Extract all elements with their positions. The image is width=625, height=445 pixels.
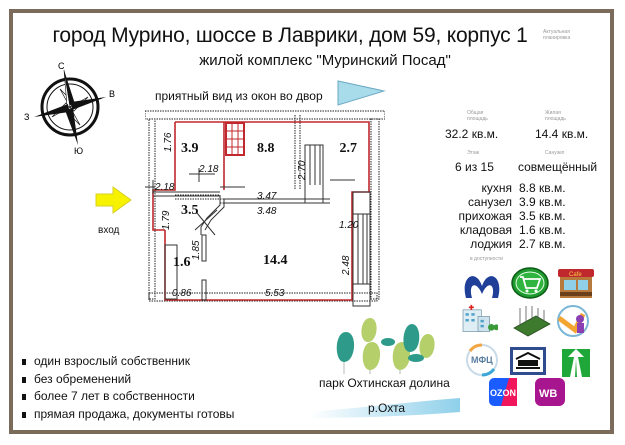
dim-7: 1.79 — [161, 210, 172, 230]
dim-2: 2.18 — [198, 164, 219, 175]
room-name: санузел — [468, 195, 512, 209]
kindergarten-icon — [557, 305, 589, 337]
bathroom-value: совмещённый — [518, 160, 598, 174]
mfc-icon: МФЦ — [466, 343, 498, 377]
complex-name: жилой комплекс "Муринский Посад" — [199, 52, 451, 69]
room-area: 1.6 кв.м. — [519, 223, 566, 237]
bullet-icon — [22, 394, 26, 400]
highway-icon — [562, 349, 590, 377]
park-trees-icon — [336, 318, 435, 374]
sports-field-icon — [513, 306, 551, 337]
room-area-hallway: 3.5 — [181, 203, 199, 218]
address-title: город Мурино, шоссе в Лаврики, дом 59, к… — [52, 24, 528, 47]
room-list-item: лоджия 2.7 кв.м. — [445, 237, 595, 251]
room-list-item: кладовая 1.6 кв.м. — [445, 223, 595, 237]
room-area: 3.5 кв.м. — [519, 209, 566, 223]
feature-text: прямая продажа, документы готовы — [34, 406, 235, 421]
metro-icon — [464, 276, 500, 298]
feature-item: более 7 лет в собственности — [20, 388, 234, 406]
bullet-icon — [22, 359, 26, 365]
feature-text: более 7 лет в собственности — [34, 389, 195, 403]
dim-11: 0.86 — [172, 288, 192, 299]
dim-8: 1.20 — [339, 220, 359, 231]
room-area: 8.8 кв.м. — [519, 181, 566, 195]
feature-item: без обременений — [20, 371, 234, 389]
room-area-loggia: 2.7 — [340, 141, 358, 156]
dim-9: 1.85 — [191, 240, 202, 260]
ozon-label: OZON — [490, 388, 516, 398]
room-area: 2.7 кв.м. — [519, 237, 566, 251]
room-list-item: кухня 8.8 кв.м. — [445, 181, 595, 195]
mfc-label: МФЦ — [471, 355, 493, 365]
bullet-icon — [22, 376, 26, 383]
compass-north: С — [58, 61, 65, 71]
compass-west: З — [24, 112, 29, 122]
room-area-living: 14.4 — [263, 253, 288, 268]
dim-12: 5.53 — [265, 288, 285, 299]
river-icon — [310, 398, 460, 418]
room-list: кухня 8.8 кв.м. санузел 3.9 кв.м. прихожая… — [445, 181, 595, 251]
compass-south: Ю — [74, 146, 83, 156]
floor-value: 6 из 15 — [455, 160, 494, 174]
dim-5: 3.47 — [257, 191, 277, 202]
compass-east: В — [109, 89, 115, 99]
total-area-value: 32.2 кв.м. — [445, 127, 499, 141]
dim-3: 2.18 — [154, 182, 175, 193]
park-label: парк Охтинская долина — [319, 376, 450, 390]
feature-text: один взрослый собственник — [34, 354, 190, 368]
floor-plan: 3.9 8.8 2.7 3.5 1.6 14.4 1.76 2.18 2.18 … — [145, 110, 385, 307]
dim-4: 2.70 — [297, 160, 308, 181]
cafe-icon: Cafe — [558, 269, 594, 298]
ozon-icon: OZON — [489, 378, 517, 406]
view-direction-icon — [337, 80, 386, 106]
room-list-item: санузел 3.9 кв.м. — [445, 195, 595, 209]
bullet-icon — [22, 411, 26, 418]
floor-caption: Этаж — [467, 150, 479, 156]
room-name: прихожая — [458, 209, 512, 223]
entry-label: вход — [98, 225, 120, 236]
room-name: кухня — [481, 181, 512, 195]
hospital-icon — [462, 304, 498, 332]
room-area-kitchen: 8.8 — [257, 141, 275, 156]
living-area-value: 14.4 кв.м. — [535, 127, 589, 141]
wildberries-icon: WB — [535, 378, 565, 406]
plan-tag: Актуальная планировка — [543, 29, 571, 41]
bathroom-caption: Санузел — [545, 150, 565, 156]
shopping-cart-icon — [511, 267, 549, 299]
room-area-bathroom: 3.9 — [181, 141, 199, 156]
dim-6: 3.48 — [257, 206, 277, 217]
entry-arrow-icon — [95, 186, 132, 214]
river-label: р.Охта — [368, 401, 406, 415]
room-name: кладовая — [459, 223, 512, 237]
wb-label: WB — [539, 388, 557, 400]
room-area-storage: 1.6 — [173, 255, 191, 270]
living-area-caption: Жилая площадь — [545, 110, 566, 122]
view-description: приятный вид из окон во двор — [155, 89, 323, 103]
room-list-item: прихожая 3.5 кв.м. — [445, 209, 595, 223]
feature-item: один взрослый собственник — [20, 353, 234, 371]
total-area-caption: Общая площадь — [467, 110, 488, 122]
page-frame — [9, 9, 614, 434]
feature-item: прямая продажа, документы готовы — [20, 406, 234, 424]
dim-1: 1.76 — [163, 132, 174, 152]
feature-text: без обременений — [34, 371, 132, 386]
compass-rose-icon: С В З Ю — [24, 61, 115, 156]
dim-10: 2.48 — [341, 255, 352, 276]
cafe-label: Cafe — [569, 272, 582, 278]
room-area: 3.9 кв.м. — [519, 195, 566, 209]
railway-station-icon — [510, 347, 546, 375]
room-name: лоджия — [470, 237, 512, 251]
access-caption: в доступности — [470, 256, 503, 262]
features-list: один взрослый собственник без обременени… — [20, 353, 234, 423]
